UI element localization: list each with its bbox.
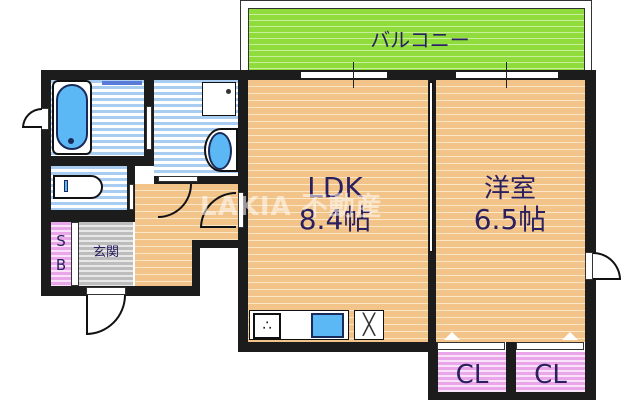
washing-machine-drain-icon <box>226 89 231 94</box>
wall-under-bath <box>41 156 154 166</box>
shoebox-door[interactable] <box>71 222 79 286</box>
closet1-label: CL <box>455 360 489 390</box>
washroom-door[interactable] <box>158 176 198 182</box>
entrance-label: 玄関 <box>92 245 119 260</box>
toilet-door[interactable] <box>129 184 134 210</box>
washing-machine-pan <box>202 82 236 116</box>
outer-wall-left <box>41 70 51 296</box>
western-door-swing <box>593 252 621 280</box>
toilet <box>53 175 103 199</box>
balcony-label: バルコニー <box>370 28 470 52</box>
western-window[interactable] <box>455 71 559 79</box>
ldk-size: 8.4帖 <box>298 203 372 236</box>
sink-icon <box>311 313 344 338</box>
western-window-sash <box>506 62 507 88</box>
western-exterior-door[interactable] <box>585 252 593 280</box>
wall-closet-mid <box>506 342 516 400</box>
hallway-step-wall-h <box>192 240 240 248</box>
front-door[interactable] <box>86 287 126 295</box>
washbasin-bowl <box>208 132 232 170</box>
western-room-name: 洋室 <box>483 174 536 204</box>
toilet-tank-icon <box>64 180 68 192</box>
outer-wall-right <box>585 70 596 400</box>
ldk-window-sash <box>353 62 354 88</box>
western-room-size: 6.5帖 <box>473 203 547 236</box>
wall-under-toilet <box>41 210 135 222</box>
sliding-door[interactable] <box>429 82 433 252</box>
closet2-door[interactable] <box>516 342 584 350</box>
closet1 <box>438 352 506 392</box>
ldk-name: LDK <box>307 171 363 204</box>
wall-closet-left <box>428 350 438 400</box>
hallway-step-wall-v <box>192 240 200 296</box>
bath-window[interactable] <box>41 108 49 130</box>
shoebox <box>51 222 71 286</box>
closet2-marker-icon <box>562 332 578 340</box>
shower-icon <box>102 81 142 85</box>
closet1-marker-icon <box>444 332 460 340</box>
hallway-lower <box>135 240 192 286</box>
wall-ldk-bottom <box>238 342 438 352</box>
closet2-label: CL <box>534 360 567 390</box>
stove-icon: ∴ <box>253 313 281 339</box>
western-room-floor <box>436 80 585 342</box>
entrance-floor <box>79 222 133 286</box>
ldk-floor <box>248 80 428 342</box>
ldk-window[interactable] <box>300 71 388 79</box>
fridge-space-icon: ╳ <box>354 310 384 340</box>
ldk-door[interactable] <box>238 192 244 228</box>
bathroom-door[interactable] <box>146 106 152 150</box>
watermark: LAKIA 不動産 <box>200 192 383 222</box>
bath-drain-icon <box>68 138 74 144</box>
closet1-door[interactable] <box>437 342 505 350</box>
shoebox-label-s: S <box>56 232 66 250</box>
wall-closet-bottom <box>428 392 596 400</box>
closet2 <box>516 352 585 392</box>
front-door-swing[interactable] <box>86 295 126 335</box>
shoebox-label-b: B <box>55 256 67 274</box>
bath-window-swing <box>22 108 42 128</box>
